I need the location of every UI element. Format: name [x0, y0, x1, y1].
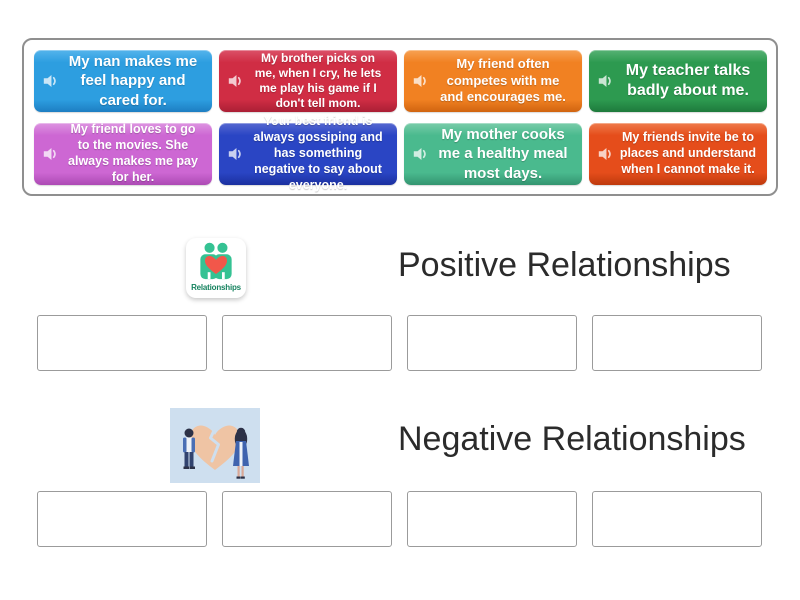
negative-group-title: Negative Relationships	[398, 420, 746, 458]
positive-group-title: Positive Relationships	[398, 246, 731, 284]
sort-card[interactable]: My mother cooks me a healthy meal most d…	[404, 123, 582, 185]
card-text: My friends invite be to places and under…	[619, 130, 757, 176]
negative-slot-row	[37, 491, 762, 547]
speaker-icon[interactable]	[227, 74, 245, 89]
speaker-icon[interactable]	[42, 147, 60, 162]
positive-slot-row	[37, 315, 762, 371]
card-text: My mother cooks me a healthy meal most d…	[438, 126, 568, 182]
card-text: My nan makes me feel happy and cared for…	[68, 53, 198, 109]
speaker-icon[interactable]	[597, 74, 615, 89]
drop-slot[interactable]	[407, 491, 577, 547]
drop-slot[interactable]	[222, 491, 392, 547]
positive-group-icon: Relationships	[186, 238, 246, 298]
speaker-icon[interactable]	[412, 147, 430, 162]
card-text: My friend loves to go to the movies. She…	[68, 122, 198, 184]
positive-icon-caption: Relationships	[191, 283, 241, 292]
speaker-icon[interactable]	[597, 147, 615, 162]
sort-card[interactable]: My friend often competes with me and enc…	[404, 50, 582, 112]
sort-card[interactable]: My brother picks on me, when I cry, he l…	[219, 50, 397, 112]
sort-card[interactable]: Your best friend is always gossiping and…	[219, 114, 397, 192]
drop-slot[interactable]	[37, 315, 207, 371]
drop-slot[interactable]	[592, 491, 762, 547]
negative-group-icon	[170, 408, 260, 483]
sort-card[interactable]: My friend loves to go to the movies. She…	[34, 122, 212, 185]
cards-grid: My nan makes me feel happy and cared for…	[34, 50, 767, 192]
speaker-icon[interactable]	[227, 147, 245, 162]
card-text: My friend often competes with me and enc…	[440, 56, 566, 105]
card-text: My teacher talks badly about me.	[625, 61, 751, 99]
card-tray: My nan makes me feel happy and cared for…	[22, 38, 778, 196]
hugging-people-heart-icon	[200, 242, 232, 280]
drop-slot[interactable]	[407, 315, 577, 371]
sort-card[interactable]: My teacher talks badly about me.	[589, 50, 767, 112]
card-text: My brother picks on me, when I cry, he l…	[254, 50, 382, 111]
drop-slot[interactable]	[222, 315, 392, 371]
sort-card[interactable]: My nan makes me feel happy and cared for…	[34, 50, 212, 112]
drop-slot[interactable]	[37, 491, 207, 547]
speaker-icon[interactable]	[42, 74, 60, 89]
speaker-icon[interactable]	[412, 74, 430, 89]
drop-slot[interactable]	[592, 315, 762, 371]
sort-card[interactable]: My friends invite be to places and under…	[589, 123, 767, 185]
broken-heart-illustration-icon	[170, 408, 260, 483]
card-text: Your best friend is always gossiping and…	[253, 114, 383, 192]
